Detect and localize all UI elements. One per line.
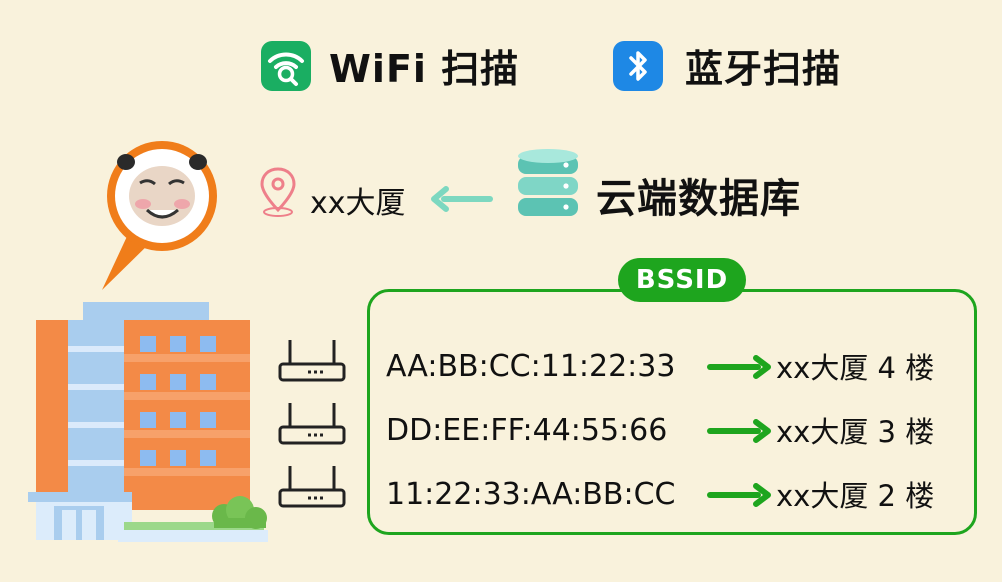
- wifi-scan-label: WiFi 扫描: [329, 47, 520, 91]
- bssid-tag: BSSID: [618, 258, 746, 302]
- bssid-destination: xx大厦 2 楼: [776, 470, 934, 518]
- router-icon: [278, 466, 346, 508]
- arrow-left-icon: [431, 186, 493, 212]
- bluetooth-scan-header: 蓝牙扫描: [613, 38, 841, 93]
- location-label: xx大厦: [310, 186, 406, 221]
- bssid-floor: xx大厦 2 楼: [776, 479, 935, 513]
- wifi-scan-header: WiFi 扫描: [261, 38, 519, 93]
- bssid-floor: xx大厦 3 楼: [776, 415, 935, 449]
- database-icon: [518, 149, 578, 216]
- bssid-mac: DD:EE:FF:44:55:66: [386, 412, 668, 448]
- bssid-row: 11:22:33:AA:BB:CC: [386, 470, 675, 518]
- router-icon: [278, 403, 346, 445]
- location-pin-icon: [260, 167, 296, 217]
- avatar: [102, 141, 217, 290]
- router-icon: [278, 340, 346, 382]
- bluetooth-icon: [613, 40, 663, 91]
- building-illustration: [28, 302, 268, 542]
- arrow-right-icon: [707, 355, 771, 379]
- bssid-destination: xx大厦 4 楼: [776, 342, 934, 390]
- bssid-floor: xx大厦 4 楼: [776, 351, 935, 385]
- bssid-mac: 11:22:33:AA:BB:CC: [386, 476, 676, 512]
- arrow-right-icon: [707, 483, 771, 507]
- bssid-row: DD:EE:FF:44:55:66: [386, 406, 667, 454]
- bssid-destination: xx大厦 3 楼: [776, 406, 934, 454]
- arrow-right-icon: [707, 419, 771, 443]
- wifi-search-icon: [261, 40, 311, 91]
- cloud-database-label: 云端数据库: [596, 176, 801, 222]
- bssid-row: AA:BB:CC:11:22:33: [386, 342, 675, 390]
- bssid-mac: AA:BB:CC:11:22:33: [386, 348, 676, 384]
- bluetooth-scan-label: 蓝牙扫描: [685, 47, 842, 91]
